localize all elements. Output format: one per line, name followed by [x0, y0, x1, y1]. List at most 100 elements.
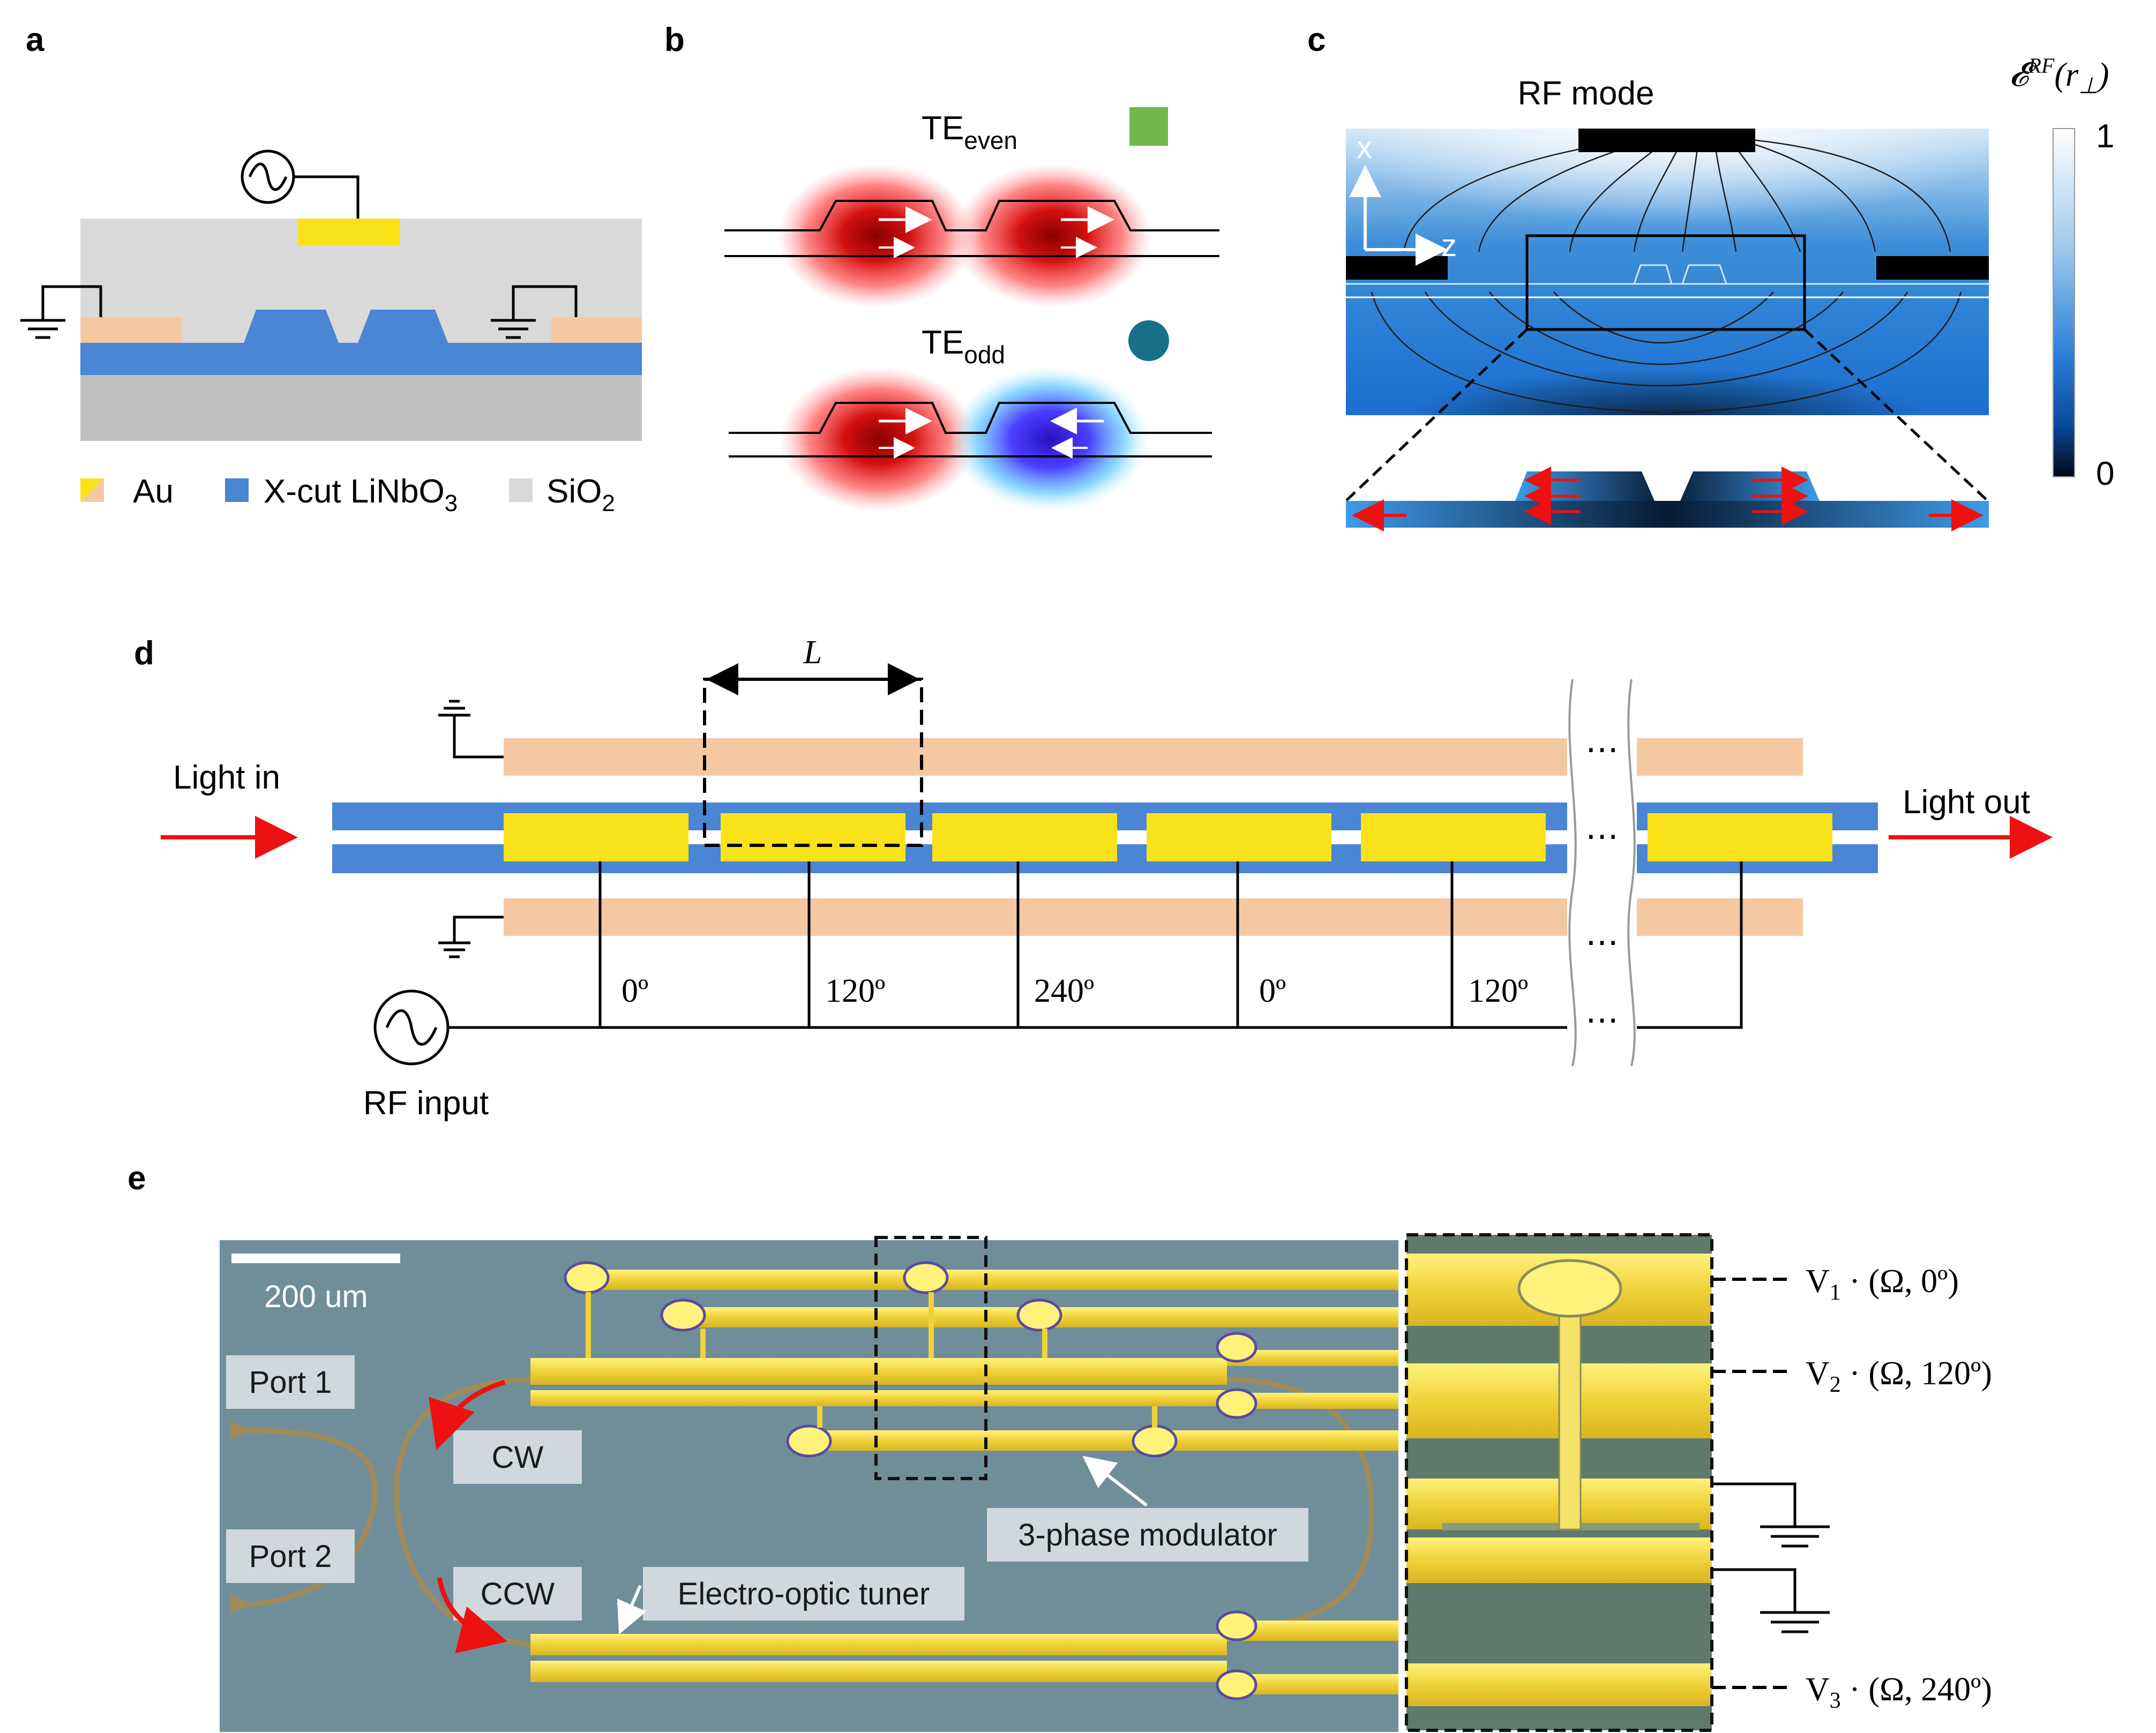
panel-label-a: a	[26, 21, 44, 58]
phase-label-4: 0º	[1259, 973, 1286, 1009]
tag-ccw: CCW	[453, 1567, 582, 1621]
legend-sio2: SiO2	[509, 473, 615, 516]
colorbar-min: 0	[2096, 455, 2114, 492]
micro-electrode-v1	[584, 1270, 1398, 1290]
tag-modulator: 3-phase modulator	[987, 1508, 1308, 1562]
micro-tuner-top	[530, 1634, 1227, 1655]
ellipsis-bottom: ⋯	[1585, 1002, 1619, 1039]
v2-symbol: V	[1806, 1355, 1830, 1392]
tag-cw: CW	[453, 1430, 582, 1484]
colorbar-max: 1	[2096, 118, 2114, 155]
signal-electrode	[298, 219, 400, 245]
svg-text:SiO2: SiO2	[547, 473, 615, 516]
signal-segment-5	[1361, 813, 1546, 861]
ellipsis-top: ⋯	[1585, 731, 1619, 768]
cw-label: CW	[492, 1440, 544, 1475]
panel-b-optical-modes: TEeven TEodd	[724, 107, 1219, 512]
svg-text:𝓔RF(r⊥): 𝓔RF(r⊥)	[2009, 54, 2109, 99]
colorbar-label-arg-sub: ⊥	[2078, 74, 2098, 99]
ground-icon-left	[20, 319, 65, 339]
te-even-symbol	[1129, 107, 1168, 146]
scale-bar-label: 200 um	[264, 1279, 368, 1314]
rf-ground-right	[1876, 256, 1989, 280]
v1-rest: · (Ω, 0º)	[1841, 1263, 1959, 1300]
v2-sub: 2	[1830, 1372, 1841, 1397]
phase-label-5: 120º	[1468, 973, 1528, 1009]
ground-electrode-right	[551, 317, 642, 343]
tuner-pointer	[617, 1585, 647, 1634]
signal-segment-2	[721, 813, 905, 861]
modulator-pointer	[1082, 1456, 1148, 1507]
signal-segment-3	[932, 813, 1117, 861]
rf-input-label: RF input	[363, 1085, 489, 1122]
legend-sio2-sub: 2	[602, 490, 615, 516]
scale-bar	[231, 1254, 400, 1263]
panel-a-cross-section: Au X-cut LiNbO3 SiO2	[20, 149, 642, 516]
micro-electrode-v3	[825, 1430, 1398, 1451]
ccw-label: CCW	[481, 1577, 555, 1611]
te-odd-sub: odd	[964, 341, 1005, 369]
cw-arrow	[429, 1379, 506, 1451]
panel-label-c: c	[1307, 21, 1326, 58]
svg-text:TEodd: TEodd	[922, 324, 1005, 369]
v3-sub: 3	[1830, 1689, 1841, 1713]
eo-tuner-label: Electro-optic tuner	[678, 1577, 930, 1611]
v3-rest: · (Ω, 240º)	[1841, 1671, 1992, 1708]
inset-ground-icon-2	[1760, 1611, 1830, 1633]
panel-c-rf-mode: RF mode	[1345, 54, 2114, 531]
sio2-swatch	[509, 478, 533, 502]
ground-icon-top	[438, 700, 470, 717]
light-out-label: Light out	[1903, 784, 2030, 821]
te-odd-lobe-right	[951, 367, 1149, 512]
svg-text:X-cut LiNbO3: X-cut LiNbO3	[264, 473, 458, 516]
rf-signal-electrode	[1578, 129, 1755, 152]
legend-linbo3-sub: 3	[445, 490, 458, 516]
ellipsis-mid: ⋯	[1585, 818, 1619, 855]
panel-d-schematic: ⋯ ⋯ ⋯ ⋯ L Light in Light out RF input	[161, 634, 2053, 1122]
voltage-labels: V1 · (Ω, 0º) V2 · (Ω, 120º) V3 · (Ω, 240…	[1712, 1263, 1992, 1713]
svg-text:V1 · (Ω, 0º): V1 · (Ω, 0º)	[1806, 1263, 1959, 1305]
sio2-substrate	[80, 375, 642, 441]
rf-mode-title: RF mode	[1518, 75, 1655, 112]
rf-ground-left	[1346, 256, 1448, 280]
legend-au-label: Au	[133, 473, 174, 510]
te-even-lobe-right	[954, 163, 1152, 308]
micrograph-inset	[1405, 1233, 1713, 1732]
phase-label-2: 120º	[825, 973, 885, 1009]
te-odd-symbol	[1128, 320, 1169, 361]
zoom-box	[1525, 234, 1806, 331]
linbo3-slab	[80, 343, 642, 375]
ellipsis-lower: ⋯	[1585, 924, 1619, 961]
linbo3-rib-right	[358, 310, 448, 343]
colorbar-label-sup: RF	[2028, 54, 2055, 78]
v1-symbol: V	[1806, 1263, 1830, 1300]
tag-port2: Port 2	[226, 1529, 355, 1583]
tag-port1: Port 1	[226, 1355, 355, 1409]
inset-ground-2	[1406, 1537, 1712, 1583]
inset-electrode-v3	[1406, 1663, 1712, 1706]
ccw-arrow	[437, 1577, 508, 1654]
ground-icon-right	[491, 319, 536, 339]
phase-label-1: 0º	[622, 973, 648, 1009]
v3-symbol: V	[1806, 1671, 1830, 1708]
break-line-right	[1627, 679, 1636, 1067]
micro-zoom-box	[874, 1236, 987, 1480]
inset-ground-icon-1	[1760, 1525, 1830, 1548]
linbo3-rib-left	[244, 310, 339, 343]
light-in-label: Light in	[173, 759, 280, 796]
micro-modulator-arm-top	[530, 1358, 1227, 1385]
signal-segment-4	[1147, 813, 1331, 861]
inset-via-pad	[1517, 1259, 1622, 1318]
axis-x-label: x	[1357, 130, 1372, 165]
panel-label-e: e	[128, 1160, 146, 1197]
legend-linbo3: X-cut LiNbO3	[225, 473, 458, 516]
te-even-sub: even	[964, 126, 1017, 154]
panel-label-d: d	[134, 635, 154, 672]
svg-text:TEeven: TEeven	[922, 110, 1017, 154]
legend-linbo3-label: X-cut LiNbO	[264, 473, 445, 510]
te-even-lobe-left	[777, 163, 975, 308]
panel-label-b: b	[664, 21, 685, 58]
colorbar-label-arg: (r	[2054, 57, 2079, 93]
legend-sio2-label: SiO	[547, 473, 602, 510]
